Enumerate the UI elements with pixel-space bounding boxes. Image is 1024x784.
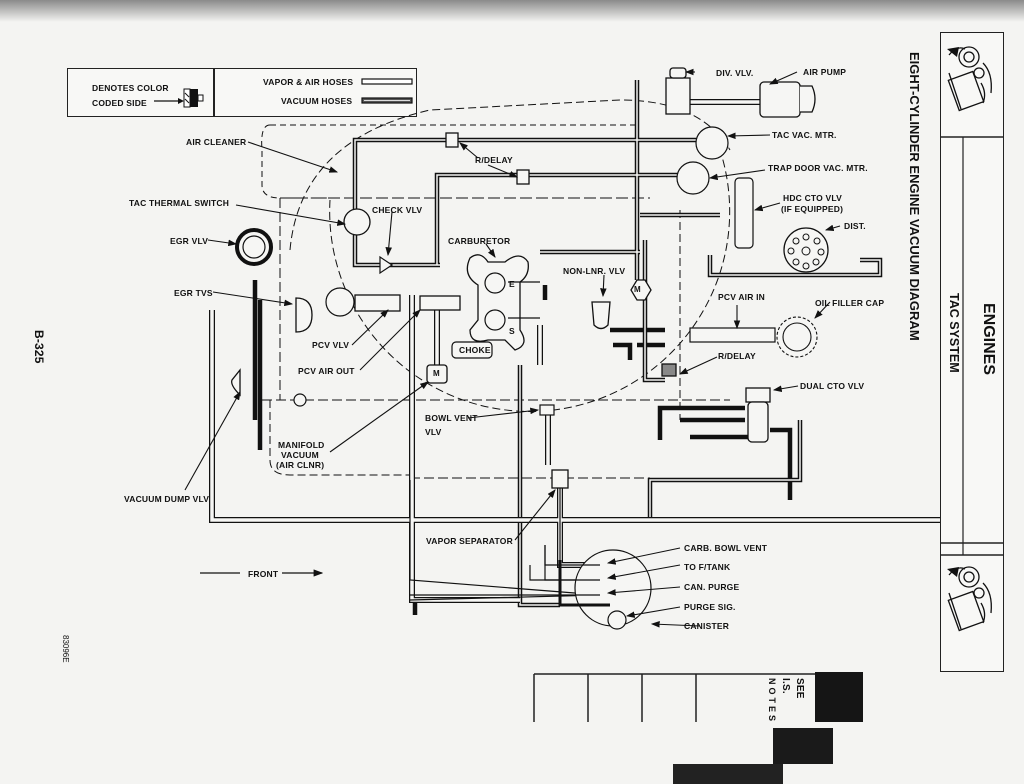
- r-delay-valve-3: [661, 363, 677, 377]
- egr-tvs: [295, 297, 313, 333]
- label-carb-bowl-vent: CARB. BOWL VENT: [684, 543, 768, 553]
- label-vacuum-dump-vlv: VACUUM DUMP VLV: [124, 494, 210, 504]
- label-bowl-vent-vlv: VLV: [425, 427, 442, 437]
- dual-cto-valve: [745, 387, 771, 403]
- label-pcv-vlv: PCV VLV: [312, 340, 350, 350]
- label-bowl-vent: BOWL VENT: [425, 413, 478, 423]
- tab-note-is: I.S.: [780, 678, 791, 694]
- distributor: [783, 227, 829, 273]
- legend-box: DENOTES COLOR CODED SIDE VAPOR & AIR HOS…: [67, 68, 417, 117]
- legend-hose-swatches: [361, 78, 413, 104]
- label-canister: CANISTER: [684, 621, 730, 631]
- egr-valve: [235, 228, 273, 266]
- label-purge-sig: PURGE SIG.: [684, 602, 736, 612]
- label-check-vlv: CHECK VLV: [372, 205, 423, 215]
- legend-color-coded-line2: CODED SIDE: [92, 98, 147, 108]
- label-oil-filler-cap: OIL FILLER CAP: [815, 298, 885, 308]
- pcv-air-in-hose: [689, 327, 776, 343]
- label-egr-tvs: EGR TVS: [174, 288, 213, 298]
- label-dual-cto-vlv: DUAL CTO VLV: [800, 381, 865, 391]
- label-hdc-if-equipped: (IF EQUIPPED): [781, 204, 844, 214]
- label-div-vlv: DIV. VLV.: [716, 68, 754, 78]
- label-choke: CHOKE: [459, 345, 491, 355]
- label-air-clnr: (AIR CLNR): [276, 460, 325, 470]
- label-to-f-tank: TO F/TANK: [684, 562, 731, 572]
- label-trap-door-vac-mtr: TRAP DOOR VAC. MTR.: [768, 163, 868, 173]
- label-manifold: MANIFOLD: [278, 440, 325, 450]
- tab-note-see: SEE: [794, 678, 805, 699]
- pcv-inlet: [325, 287, 355, 317]
- pcv-valve: [354, 294, 401, 312]
- label-pcv-air-in: PCV AIR IN: [718, 292, 766, 302]
- legend-color-coded-line1: DENOTES COLOR: [92, 83, 169, 93]
- label-front: FRONT: [248, 569, 279, 579]
- section-sidebar: ENGINES TAC SYSTEM: [940, 32, 1004, 672]
- label-can-purge: CAN. PURGE: [684, 582, 740, 592]
- non-lnr-valve: [591, 301, 611, 330]
- scan-shadow: [0, 0, 1024, 22]
- air-cleaner-outline: [261, 124, 640, 199]
- r-delay-valve-2: [516, 169, 530, 185]
- label-tac-thermal-switch: TAC THERMAL SWITCH: [129, 198, 230, 208]
- label-dist: DIST.: [844, 221, 866, 231]
- label-r-delay-top: R/DELAY: [475, 155, 513, 165]
- label-non-lnr-vlv: NON-LNR. VLV: [563, 266, 626, 276]
- label-tac-vac-mtr: TAC VAC. MTR.: [772, 130, 837, 140]
- label-air-pump: AIR PUMP: [803, 67, 847, 77]
- label-r-delay-mid: R/DELAY: [718, 351, 756, 361]
- leader-arrows: [184, 68, 841, 628]
- trap-door-vac-motor: [676, 161, 710, 195]
- manifold-sensor: [426, 364, 448, 384]
- engine-illustration-icon-bottom: [947, 566, 992, 632]
- vapor-separator: [551, 469, 569, 489]
- label-egr-vlv: EGR VLV: [170, 236, 209, 246]
- bowl-vent-valve: [539, 404, 555, 416]
- sidebar-lines: [941, 136, 1003, 556]
- index-tab-lines: [533, 672, 863, 784]
- color-coded-connector-icon: [154, 88, 204, 108]
- carburetor: [466, 254, 529, 351]
- r-delay-valve-1: [445, 132, 459, 148]
- hdc-cto-valve: [734, 177, 754, 249]
- legend-vacuum-label: VACUUM HOSES: [281, 96, 353, 106]
- tac-thermal-switch: [343, 208, 371, 236]
- engine-illustration-icon: [947, 46, 992, 112]
- tac-vac-motor: [695, 126, 729, 160]
- label-motor-m-sensor: M: [433, 369, 440, 378]
- label-vapor-separator: VAPOR SEPARATOR: [426, 536, 513, 546]
- label-motor-m-hex: M: [634, 285, 641, 294]
- manifold-vacuum-fitting: [293, 393, 307, 407]
- vacuum-dump-valve: [231, 368, 241, 397]
- div-valve: [665, 77, 691, 115]
- label-air-cleaner: AIR CLEANER: [186, 137, 247, 147]
- legend-vapor-air-label: VAPOR & AIR HOSES: [263, 77, 354, 87]
- label-carb-port-e: E: [509, 279, 515, 289]
- vac-motor-m: [630, 279, 652, 301]
- pcv-air-out-tee: [419, 295, 461, 311]
- purge-signal-port: [607, 610, 627, 630]
- label-hdc-cto-vlv: HDC CTO VLV: [783, 193, 843, 203]
- index-tabs: SEE I.S. NOTES: [533, 672, 863, 784]
- air-pump: [759, 81, 801, 118]
- vapor-hose-swatch: [361, 78, 413, 85]
- tab-note-notes: NOTES: [767, 678, 777, 725]
- label-carburetor: CARBURETOR: [448, 236, 511, 246]
- label-carb-port-s: S: [509, 326, 515, 336]
- legend-divider: [213, 69, 215, 116]
- choke: [451, 341, 493, 359]
- label-pcv-air-out: PCV AIR OUT: [298, 366, 355, 376]
- label-vacuum: VACUUM: [281, 450, 319, 460]
- check-valve: [379, 255, 394, 275]
